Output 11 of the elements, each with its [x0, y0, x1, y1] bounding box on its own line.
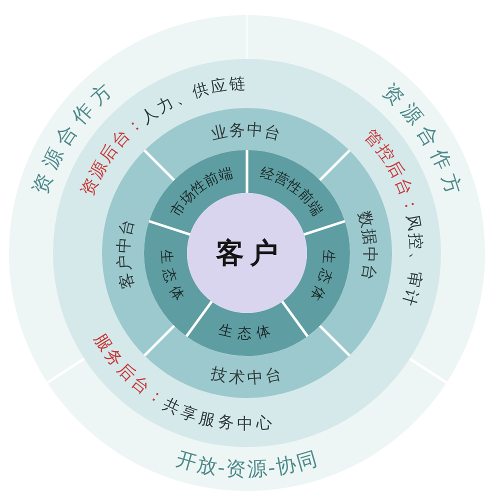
- segment-label: 市场性前端: [168, 165, 236, 220]
- segment-label: 数据中台: [354, 208, 381, 284]
- segment-label: 生态体: [217, 322, 277, 342]
- segment-label: 技术中台: [209, 362, 285, 387]
- ring-label: 开放-资源-协同: [174, 446, 320, 482]
- segment-label: 生态体: [304, 249, 336, 308]
- segment-label: 经营性前端: [258, 165, 326, 220]
- ring-label: 风控、审计: [398, 212, 427, 312]
- segment-label: 生态体: [158, 249, 190, 308]
- center-label: 客户: [216, 236, 284, 270]
- segment-label: 客户中台: [113, 215, 138, 291]
